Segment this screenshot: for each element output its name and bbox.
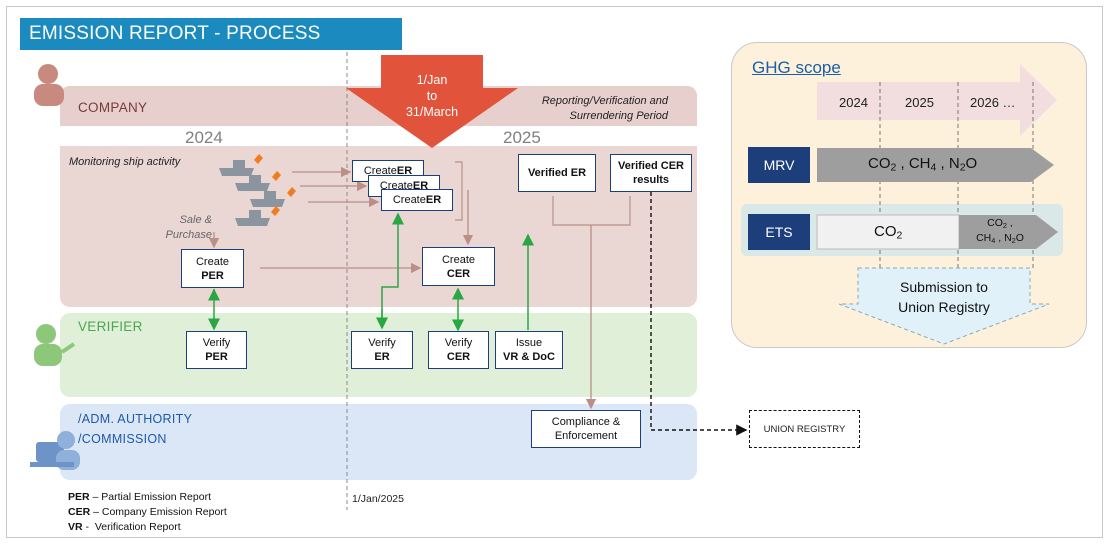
union-registry-box: UNION REGISTRY xyxy=(749,410,860,448)
legend-item: PER – Partial Emission Report xyxy=(68,491,211,503)
legend-item: CER – Company Emission Report xyxy=(68,506,227,518)
period-label: Reporting/Verification and Surrendering … xyxy=(541,95,668,122)
deadline-arrow xyxy=(346,55,518,148)
ets-tag: ETS xyxy=(748,214,810,250)
company-person-icon xyxy=(34,64,64,106)
deadline-label: 1/Jan to 31/March xyxy=(405,73,459,119)
scope-year-label: 2024 xyxy=(839,95,868,110)
slide-frame xyxy=(6,6,1103,538)
legend-item: VR - Verification Report xyxy=(68,521,181,533)
scope-year-label: 2026 … xyxy=(970,95,1016,110)
year-2024-label: 2024 xyxy=(185,128,223,147)
create-er-box: Create ER xyxy=(381,189,453,211)
year-strip xyxy=(60,126,697,146)
scope-year-label: 2025 xyxy=(905,95,934,110)
verifier-lane-label: VERIFIER xyxy=(78,319,143,334)
ets-co2: CO2 xyxy=(874,223,903,242)
submission-arrow xyxy=(838,267,1050,345)
commission-lane-label: /COMMISSION xyxy=(78,432,167,446)
authority-lane-label: /ADM. AUTHORITY xyxy=(78,412,193,426)
verified-er-box: Verified ER xyxy=(518,154,596,192)
ets-co2-segment xyxy=(816,214,960,250)
mrv-gases: CO2 , CH4 , N2O xyxy=(868,155,978,174)
submission-label: Submission to Union Registry xyxy=(898,279,990,315)
mrv-arrow xyxy=(817,148,1054,182)
company-lane-label: COMPANY xyxy=(78,100,148,115)
sale-purchase-label: Sale & Purchase xyxy=(165,214,212,241)
ship-icon xyxy=(250,187,296,207)
ship-icon xyxy=(235,171,281,191)
page-title: EMISSION REPORT - PROCESS OVERVIEW xyxy=(20,18,402,76)
verifier-person-icon xyxy=(34,324,76,366)
year-2025-label: 2025 xyxy=(503,128,541,147)
ets-later-gases: CO2 , CH4 , N2O xyxy=(976,217,1024,245)
timeline-arrow xyxy=(817,64,1057,136)
authority-person-icon xyxy=(30,431,80,470)
compliance-enforcement-box: Compliance &Enforcement xyxy=(531,410,641,448)
mrv-tag: MRV xyxy=(748,147,810,183)
ship-icon xyxy=(219,154,263,176)
date-marker: 1/Jan/2025 xyxy=(352,493,404,505)
monitoring-label: Monitoring ship activity xyxy=(69,156,181,168)
ship-icon xyxy=(235,206,280,226)
ghg-scope-title: GHG scope xyxy=(752,58,841,77)
ets-later-segment xyxy=(959,215,1058,249)
